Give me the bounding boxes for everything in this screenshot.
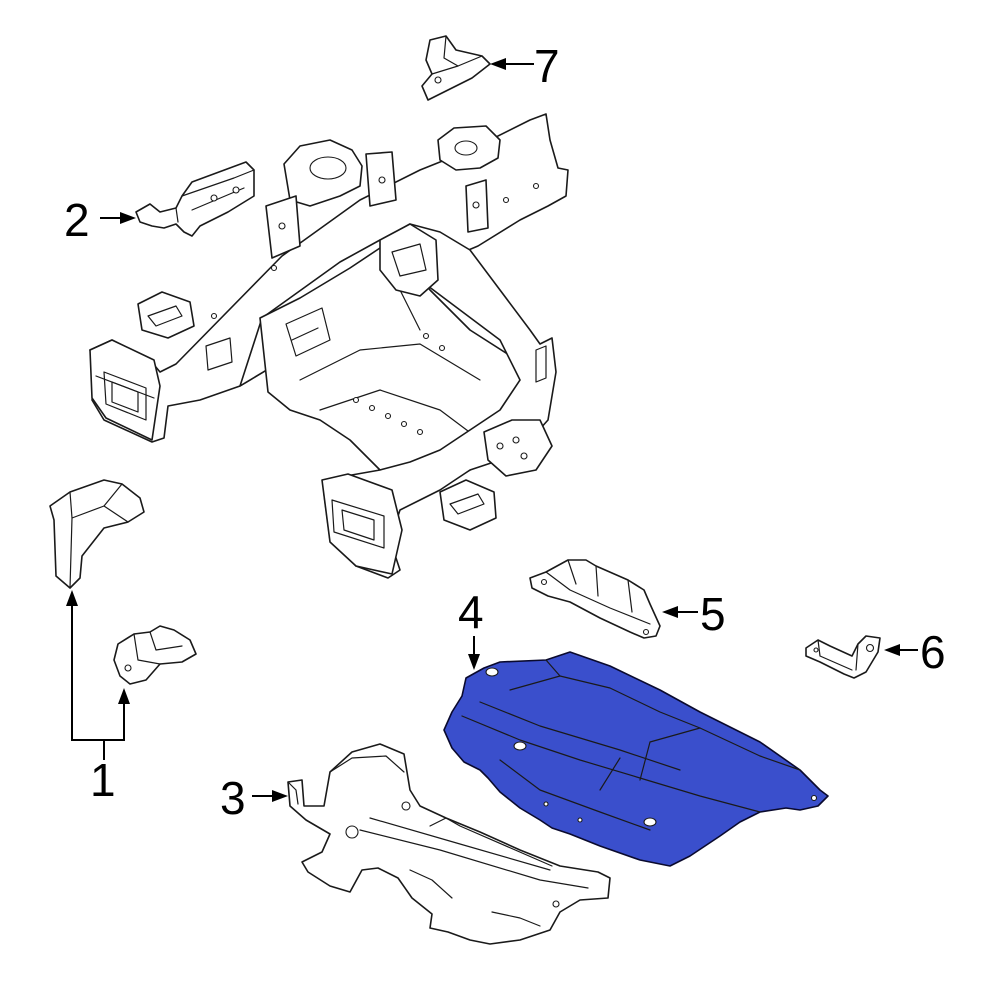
- callout-5: 5: [700, 588, 726, 640]
- skid-plate-rib: [509, 675, 561, 691]
- arrow-6: [884, 644, 900, 656]
- skid-plate-rib: [639, 727, 701, 781]
- callout-2: 2: [64, 194, 90, 246]
- skid-plate-rib: [499, 759, 651, 831]
- skid-plate-hole: [485, 667, 499, 677]
- part-1-lower-bracket[interactable]: [113, 625, 197, 685]
- skid-plate-shell: [443, 651, 829, 867]
- part-3-tray[interactable]: [287, 743, 611, 945]
- part-6-bracket[interactable]: [805, 635, 881, 679]
- skid-plate-rib: [479, 701, 681, 771]
- leaders: [66, 58, 918, 802]
- callout-3: 3: [220, 772, 246, 824]
- leader-1: [71, 604, 125, 741]
- arrow-1a: [66, 590, 78, 606]
- callout-4: 4: [458, 586, 484, 638]
- arrow-5: [662, 606, 678, 618]
- skid-plate-rib: [461, 715, 761, 813]
- arrow-2: [120, 212, 136, 224]
- callouts: 7 2 1 3 4 5 6: [64, 40, 946, 824]
- part-7-bracket[interactable]: [421, 35, 491, 101]
- part-2-bracket[interactable]: [135, 161, 255, 237]
- skid-plate-hole: [810, 794, 818, 802]
- part-5-bracket[interactable]: [529, 559, 661, 639]
- arrow-1b: [118, 688, 130, 704]
- skid-plate-hole: [513, 741, 527, 751]
- arrow-7: [490, 58, 506, 70]
- callout-7: 7: [534, 40, 560, 92]
- rear-subframe: [89, 113, 569, 579]
- callout-1: 1: [90, 754, 116, 806]
- callout-6: 6: [920, 626, 946, 678]
- arrow-3: [272, 790, 288, 802]
- part-1-upper-bracket[interactable]: [49, 479, 145, 589]
- skid-plate-rib: [599, 757, 621, 791]
- arrow-4: [468, 654, 480, 670]
- skid-plate-hole: [643, 817, 657, 827]
- skid-plate-hole: [543, 801, 549, 807]
- skid-plate-hole: [577, 817, 583, 823]
- part-4-skid-plate[interactable]: [443, 651, 829, 867]
